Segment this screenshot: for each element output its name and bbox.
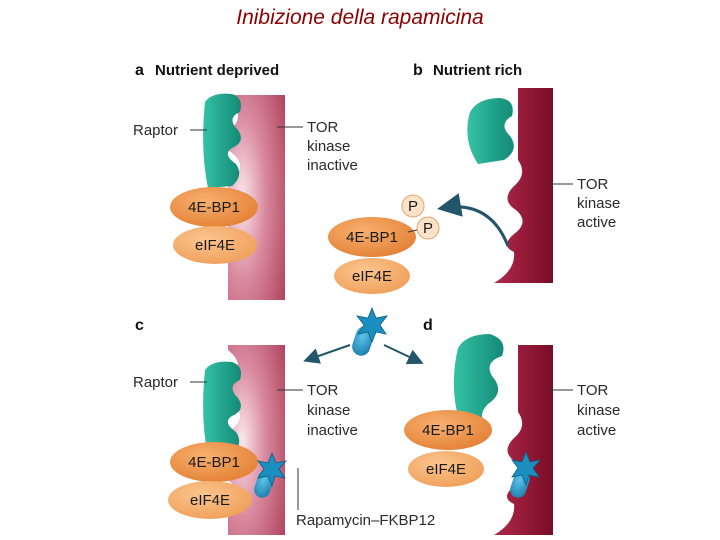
eif4e-label-c: eIF4E xyxy=(190,492,230,509)
kinase-label-c: kinase xyxy=(307,402,350,419)
rapamycin-fkbp12-center xyxy=(352,306,388,356)
eif4e-oval-b xyxy=(334,258,410,294)
tor-label-a: TOR xyxy=(307,119,339,136)
inactive-label-c: inactive xyxy=(307,422,358,439)
eif4e-label-b: eIF4E xyxy=(352,268,392,285)
rapamycin-fkbp12-d xyxy=(510,450,542,498)
raptor-a xyxy=(203,93,241,188)
bp1-oval-b xyxy=(328,217,416,257)
panel-a-label: Nutrient deprived xyxy=(155,62,279,79)
rapamycin-fkbp12-c xyxy=(254,451,288,498)
rapamycin-label: Rapamycin–FKBP12 xyxy=(296,512,435,529)
arrow-to-c xyxy=(303,344,351,364)
active-label-b: active xyxy=(577,214,616,231)
raptor-b xyxy=(467,98,514,164)
bp1-label-a: 4E-BP1 xyxy=(188,199,240,216)
eif4e-oval-a xyxy=(173,226,257,264)
tor-label-b: TOR xyxy=(577,176,609,193)
kinase-label-a: kinase xyxy=(307,138,350,155)
panel-b-letter: b xyxy=(413,62,423,79)
panel-d-letter: d xyxy=(423,317,433,334)
phosphate-link xyxy=(407,229,418,233)
tor-label-c: TOR xyxy=(307,382,339,399)
phosphate-label-2: P xyxy=(423,220,433,237)
raptor-d xyxy=(453,334,504,430)
phosphate-1 xyxy=(401,194,425,218)
active-label-d: active xyxy=(577,422,616,439)
eif4e-oval-c xyxy=(168,481,252,519)
tor-active-d xyxy=(494,345,553,535)
panel-a-letter: a xyxy=(135,62,144,79)
raptor-label-c: Raptor xyxy=(133,374,178,391)
bp1-oval-d xyxy=(404,410,492,450)
panel-c-letter: c xyxy=(135,317,144,334)
bp1-oval-c xyxy=(170,442,258,482)
eif4e-label-a: eIF4E xyxy=(195,237,235,254)
arrow-to-d xyxy=(383,344,424,365)
kinase-label-d: kinase xyxy=(577,402,620,419)
eif4e-label-d: eIF4E xyxy=(426,461,466,478)
eif4e-oval-d xyxy=(408,451,484,487)
raptor-label-a: Raptor xyxy=(133,122,178,139)
bp1-label-c: 4E-BP1 xyxy=(188,454,240,471)
kinase-label-b: kinase xyxy=(577,195,620,212)
bp1-label-b: 4E-BP1 xyxy=(346,229,398,246)
phosphorylation-arrow xyxy=(437,193,510,247)
bp1-oval-a xyxy=(170,187,258,227)
tor-active-b xyxy=(494,88,553,283)
bp1-label-d: 4E-BP1 xyxy=(422,422,474,439)
page-title: Inibizione della rapamicina xyxy=(236,6,484,29)
inactive-label-a: inactive xyxy=(307,157,358,174)
phosphate-2 xyxy=(416,216,440,240)
tor-label-d: TOR xyxy=(577,382,609,399)
phosphate-label-1: P xyxy=(408,198,418,215)
panel-b-label: Nutrient rich xyxy=(433,62,522,79)
raptor-c xyxy=(203,361,241,456)
